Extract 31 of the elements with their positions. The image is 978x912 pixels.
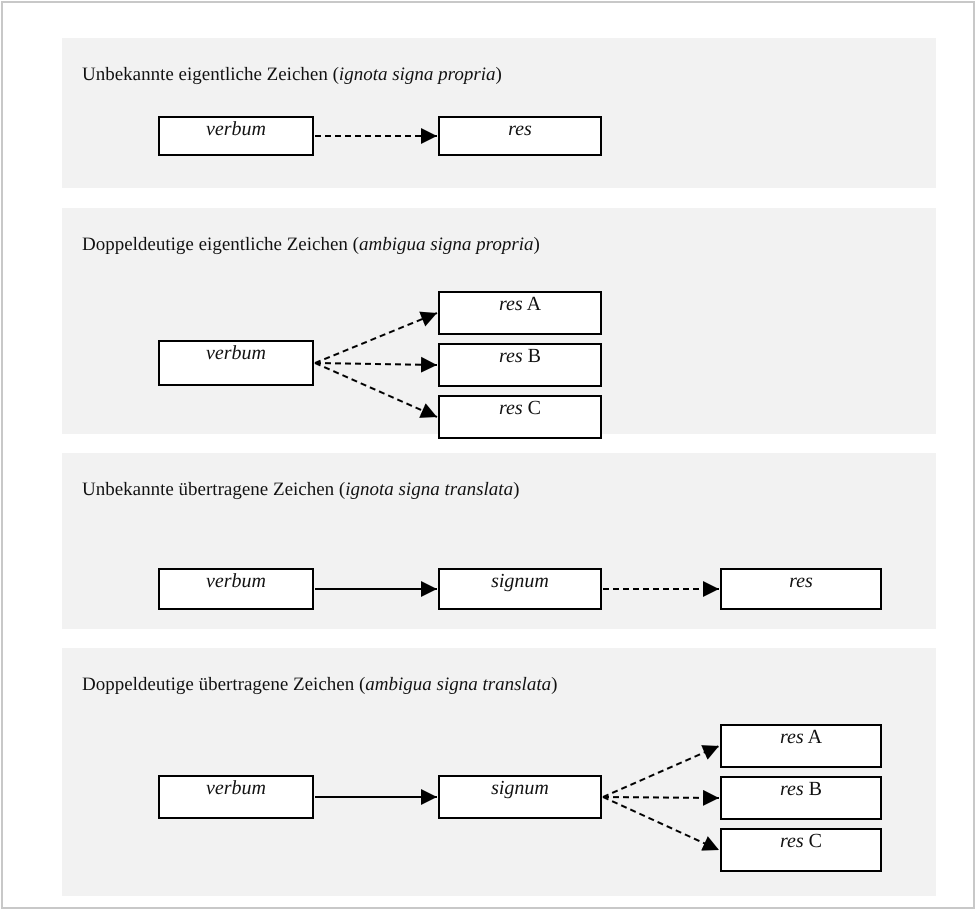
term-box: res xyxy=(438,116,602,156)
term-box: res xyxy=(720,568,882,610)
term-box: res B xyxy=(438,343,602,387)
arrow xyxy=(602,796,720,851)
arrow xyxy=(602,745,720,798)
arrow xyxy=(314,312,438,364)
arrow xyxy=(602,790,720,806)
term-box: res A xyxy=(720,724,882,768)
term-box: verbum xyxy=(158,116,314,156)
term-box: verbum xyxy=(158,340,314,386)
term-box: verbum xyxy=(158,775,314,819)
panel-heading: Unbekannte übertragene Zeichen (ignota signa translata) xyxy=(82,479,520,501)
panel-heading: Unbekannte eigentliche Zeichen (ignota signa propria) xyxy=(82,64,502,86)
panel-background xyxy=(62,38,936,188)
arrow xyxy=(315,581,437,597)
term-box: res C xyxy=(720,828,882,872)
arrow xyxy=(314,356,438,373)
panel-background xyxy=(62,648,936,896)
term-box: signum xyxy=(438,568,602,610)
panel-heading: Doppeldeutige übertragene Zeichen (ambigua signa translata) xyxy=(82,674,558,696)
term-box: signum xyxy=(438,775,602,819)
arrow xyxy=(315,128,437,144)
term-box: res A xyxy=(438,291,602,335)
arrow xyxy=(603,581,719,597)
term-box: verbum xyxy=(158,568,314,610)
term-box: res B xyxy=(720,776,882,820)
term-box: res C xyxy=(438,395,602,439)
arrow xyxy=(315,789,437,805)
panel-background xyxy=(62,453,936,629)
panel-heading: Doppeldeutige eigentliche Zeichen (ambigua signa propria) xyxy=(82,234,540,256)
arrow xyxy=(314,362,438,418)
